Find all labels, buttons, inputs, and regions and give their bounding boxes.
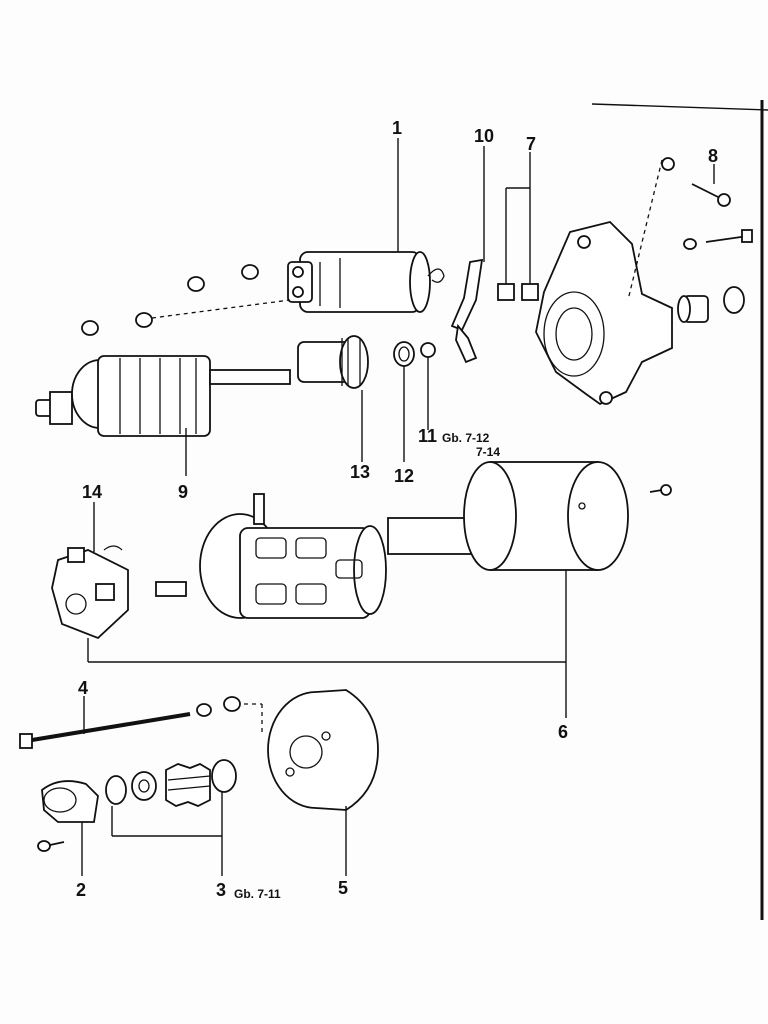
part-bolts [683, 164, 753, 250]
label-part-4: 4 [78, 678, 88, 698]
part-washers-spring [105, 759, 237, 876]
label-part-2: 2 [76, 880, 86, 900]
solenoid-nuts [81, 264, 291, 336]
label-part-9: 9 [178, 482, 188, 502]
part-lever-clip [420, 342, 436, 430]
part-bushing [677, 286, 745, 323]
label-part-8: 8 [708, 146, 718, 166]
part-end-shield [267, 689, 379, 876]
part-cap [37, 780, 99, 876]
label-part-3-ref: Gb. 7-11 [234, 887, 281, 901]
label-part-14: 14 [82, 482, 102, 502]
label-part-12: 12 [394, 466, 414, 486]
label-part-7: 7 [526, 134, 536, 154]
part-pole-housing [88, 461, 672, 718]
label-part-11-ref-2: 7-14 [476, 445, 500, 459]
part-brush-holder [51, 502, 129, 662]
part-sealing-pieces [497, 152, 539, 301]
part-drive-end-housing [535, 157, 675, 406]
part-solenoid [287, 138, 445, 313]
label-part-3: 3 [216, 880, 226, 900]
page-border [591, 100, 768, 920]
part-field-winding [155, 493, 479, 619]
label-part-11: 11 [418, 426, 437, 446]
part-stop-ring [393, 341, 415, 462]
label-part-13: 13 [350, 462, 370, 482]
part-engaging-lever [450, 146, 485, 364]
part-through-bolt [19, 696, 263, 749]
label-part-5: 5 [338, 878, 348, 898]
label-part-10: 10 [474, 126, 494, 146]
part-armature [35, 355, 291, 476]
label-part-6: 6 [558, 722, 568, 742]
label-part-11-ref-1: Gb. 7-12 [442, 431, 490, 445]
part-pinion [297, 335, 369, 462]
label-part-1: 1 [392, 118, 402, 138]
